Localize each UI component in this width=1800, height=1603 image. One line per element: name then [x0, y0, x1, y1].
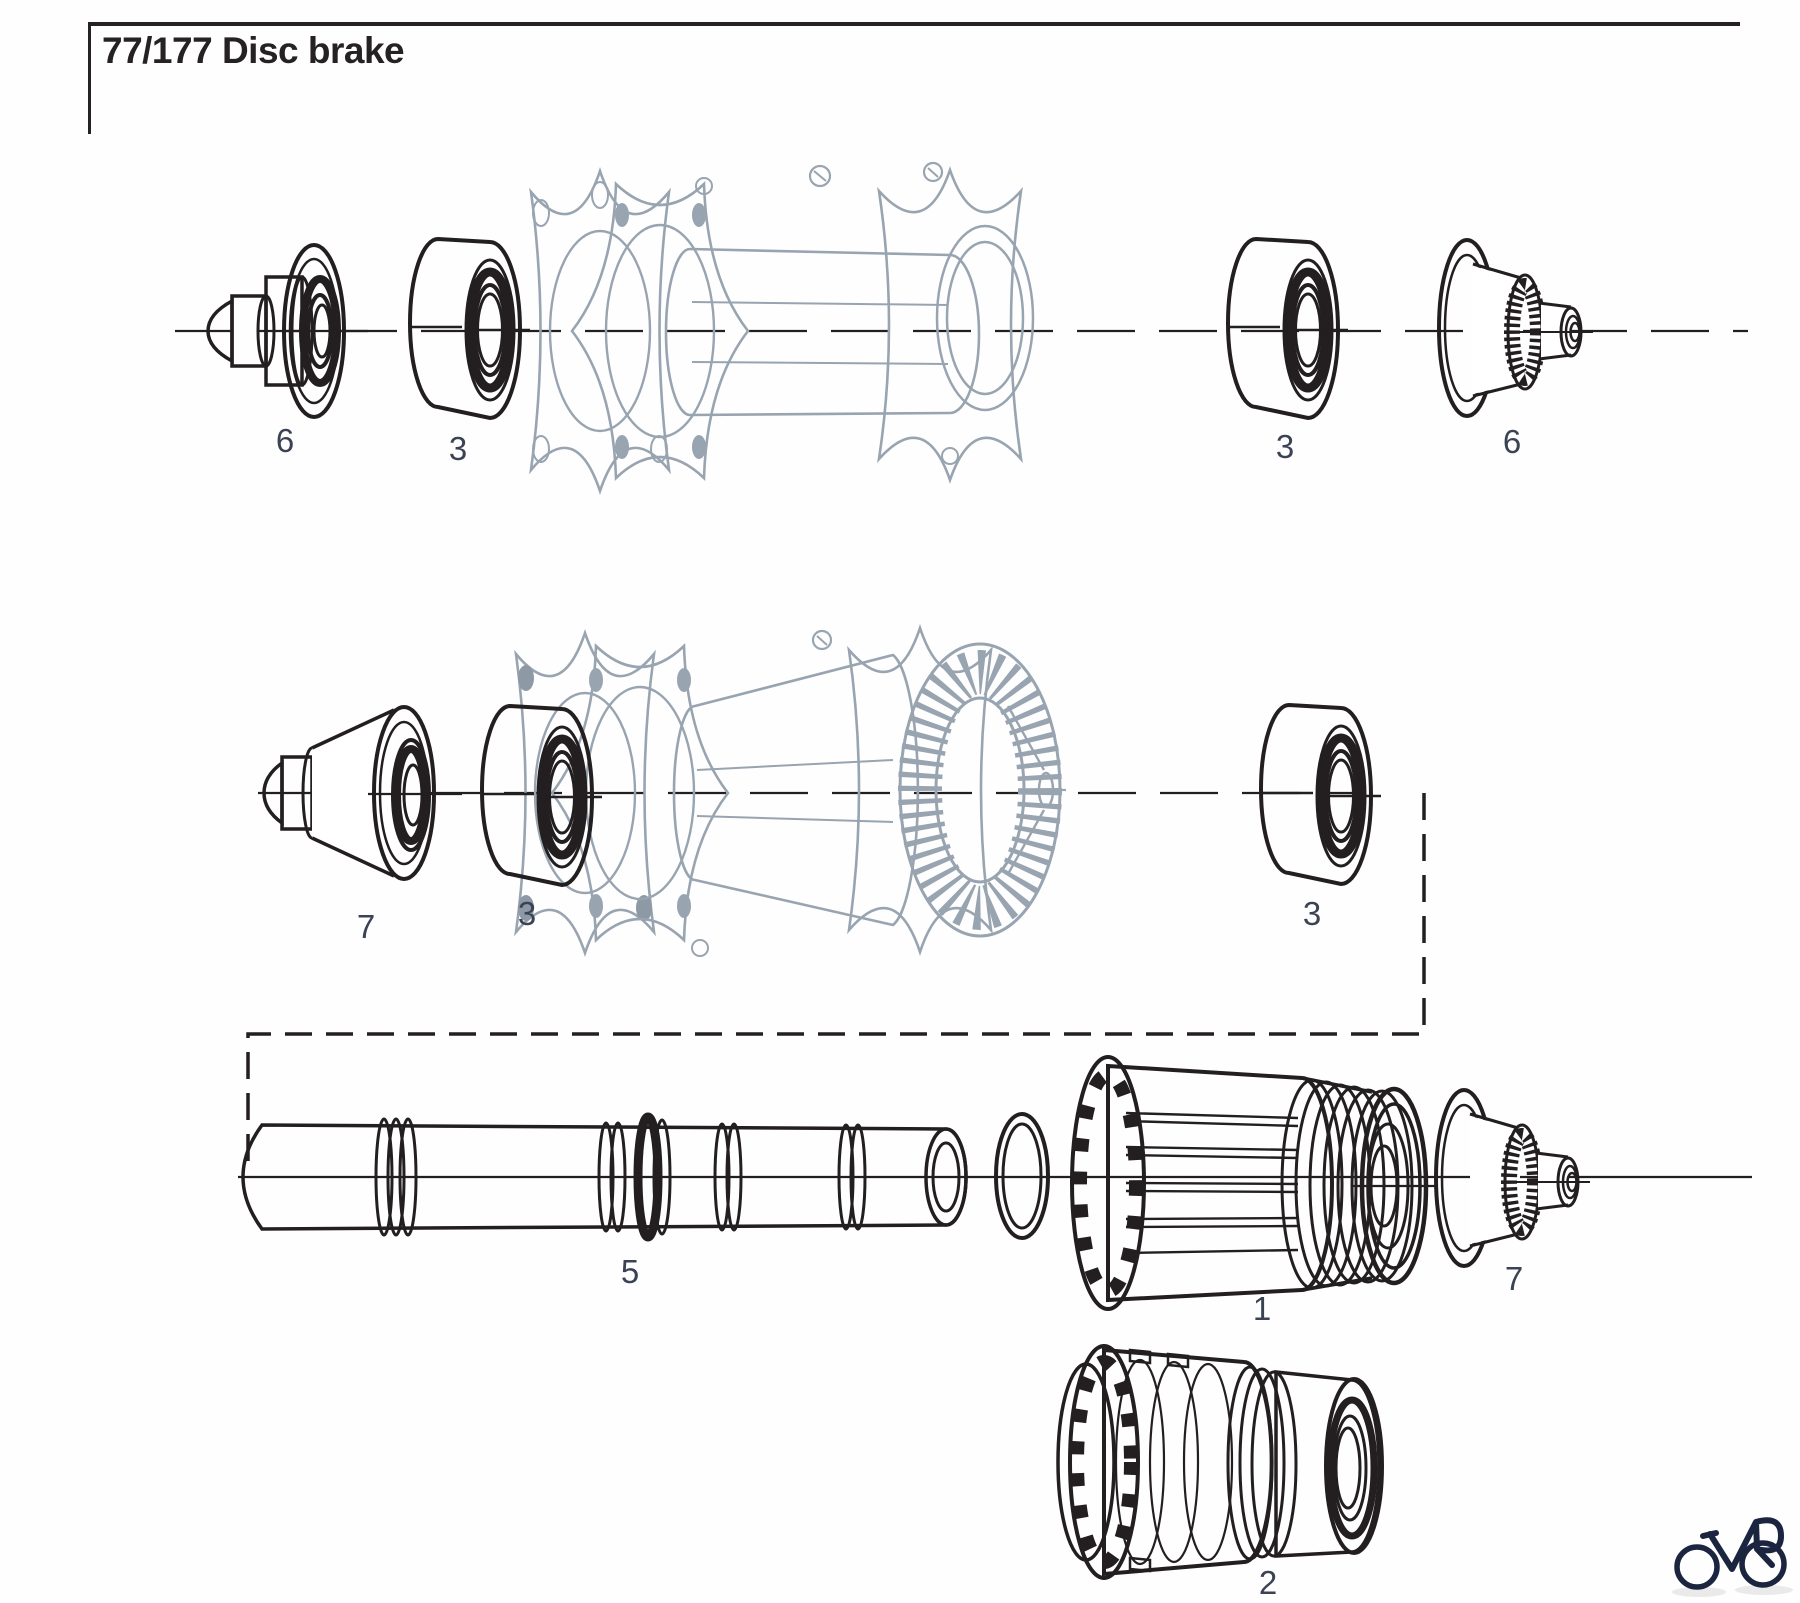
rear-left-endcap-drawing — [262, 705, 462, 881]
rear-left-bearing-drawing — [482, 706, 602, 885]
part-label-drive-side-endcap: 7 — [1504, 1260, 1524, 1297]
part-label-axle: 5 — [620, 1253, 640, 1290]
flange-screw-icon — [808, 164, 832, 188]
title-rule-horizontal — [88, 22, 1740, 26]
part-label-rear-left-bearing: 3 — [517, 895, 537, 932]
part-label-rear-right-bearing: 3 — [1302, 895, 1322, 932]
bicycle-logo — [1672, 1517, 1793, 1597]
rear-spoke-flange-left — [550, 643, 730, 943]
page-title: 77/177 Disc brake — [102, 30, 405, 71]
part-label-xd-driver-body: 2 — [1258, 1564, 1278, 1601]
flange-screw-icon — [922, 161, 944, 183]
xd-driver-threads — [1226, 1365, 1298, 1561]
rear-right-bearing-drawing — [1261, 705, 1381, 884]
front-right-endcap-drawing — [1439, 240, 1593, 416]
front-left-endcap-drawing — [206, 243, 368, 419]
flange-screw-icon — [811, 629, 833, 651]
o-ring-drawing — [994, 1112, 1050, 1240]
title-rule-vertical — [88, 22, 91, 134]
front-hub-drawing — [529, 161, 1035, 496]
part-label-front-left-bearing: 3 — [448, 430, 468, 467]
part-label-rear-left-endcap: 7 — [356, 908, 376, 945]
front-spoke-flange-left — [570, 181, 750, 481]
xd-driver-body-drawing — [1056, 1344, 1384, 1580]
freehub-threads — [1280, 1078, 1414, 1290]
front-right-bearing-drawing — [1228, 239, 1348, 418]
freehub-body-drawing — [1070, 1055, 1438, 1311]
axle-collar — [633, 1112, 663, 1242]
axle-drawing — [241, 1112, 980, 1242]
part-label-front-left-endcap: 6 — [275, 422, 295, 459]
dashed-connector — [246, 793, 1426, 1172]
logo-frame — [1700, 1517, 1784, 1572]
part-label-front-right-endcap: 6 — [1502, 423, 1522, 460]
front-hub-bore — [935, 224, 1035, 412]
logo-left-wheel — [1674, 1544, 1720, 1590]
part-label-front-right-bearing: 3 — [1275, 428, 1295, 465]
front-hub-barrel — [664, 247, 981, 417]
front-disc-mount-flange — [529, 166, 671, 496]
freehub-splines — [1125, 1111, 1299, 1255]
logo-right-wheel — [1739, 1540, 1787, 1588]
front-left-bearing-drawing — [410, 239, 530, 418]
part-label-freehub-body: 1 — [1252, 1290, 1272, 1327]
rear-disc-mount-flange — [514, 628, 656, 958]
rear-hub-barrel — [672, 653, 920, 927]
rear-hub-drawing — [514, 623, 1066, 958]
front-spoke-flange-right — [877, 166, 1023, 484]
